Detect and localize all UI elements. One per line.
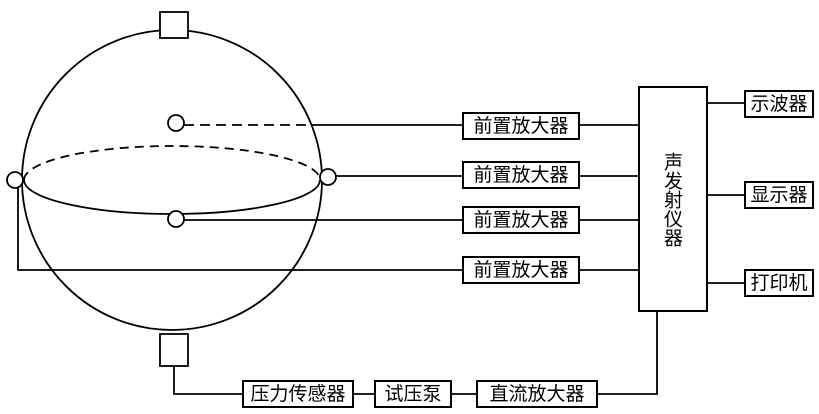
sensor4-lead: [17, 188, 462, 271]
display-box: 显示器: [744, 181, 814, 209]
pressure-sensor-box: 压力传感器: [242, 380, 354, 408]
dc-amplifier-box: 直流放大器: [476, 380, 598, 408]
equator-front: [23, 179, 321, 215]
test-pump-label: 试压泵: [384, 382, 442, 405]
preamp-4: 前置放大器: [462, 256, 580, 284]
sensor-2: [319, 168, 337, 186]
preamp-3: 前置放大器: [462, 206, 580, 234]
display-label: 显示器: [750, 183, 808, 206]
preamp-3-label: 前置放大器: [473, 208, 569, 231]
dc-amplifier-label: 直流放大器: [489, 382, 585, 405]
bottom-nozzle: [159, 333, 189, 367]
printer-box: 打印机: [744, 269, 814, 297]
preamp-1-label: 前置放大器: [473, 114, 569, 137]
preamp-2: 前置放大器: [462, 161, 580, 189]
pressure-sensor-label: 压力传感器: [250, 382, 346, 405]
emitter-label: 声发射仪器: [661, 152, 683, 247]
printer-label: 打印机: [750, 271, 808, 294]
sensor-1: [167, 114, 185, 132]
top-nozzle: [159, 11, 189, 39]
acoustic-emission-instrument: 声发射仪器: [638, 86, 708, 312]
preamp-4-label: 前置放大器: [473, 258, 569, 281]
nozzle-to-pressure-sensor: [173, 366, 242, 395]
emitter-to-dc-amp: [598, 312, 658, 395]
preamp-1: 前置放大器: [462, 112, 580, 140]
oscilloscope-label: 示波器: [750, 92, 808, 115]
test-pump-box: 试压泵: [374, 380, 452, 408]
preamp-2-label: 前置放大器: [473, 163, 569, 186]
sphere-vessel: [21, 29, 323, 331]
equator-back: [23, 145, 321, 181]
oscilloscope-box: 示波器: [744, 90, 814, 118]
sensor-4: [6, 171, 24, 189]
sensor-3: [167, 210, 185, 228]
